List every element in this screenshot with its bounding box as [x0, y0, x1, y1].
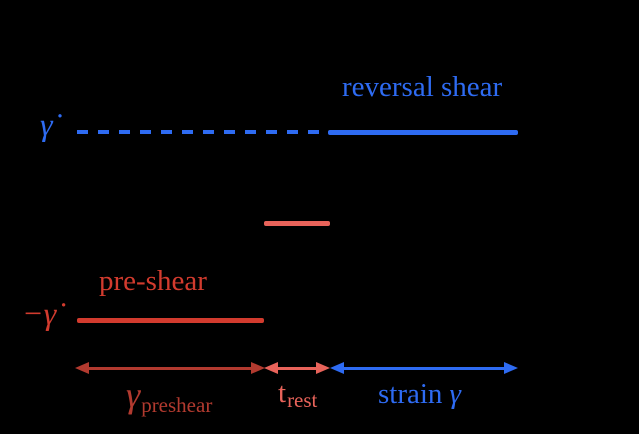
preshear-extent-arrow	[75, 361, 265, 375]
neg-gamma-dot-axis-label: −γ̇	[22, 295, 57, 331]
arrow-left-icon	[75, 362, 89, 374]
gamma-dot-axis-label: γ̇	[40, 106, 53, 142]
pre-shear-line	[77, 318, 264, 323]
reversal-shear-line	[328, 130, 518, 135]
lead-in-dashed-line	[77, 130, 328, 134]
arrow-bar	[278, 366, 316, 370]
arrow-left-icon	[330, 362, 344, 374]
arrow-right-icon	[504, 362, 518, 374]
arrow-right-icon	[316, 362, 330, 374]
gamma-symbol: γ	[126, 375, 141, 415]
rest-extent-arrow	[264, 361, 330, 375]
arrow-left-icon	[264, 362, 278, 374]
pre-shear-label: pre-shear	[99, 265, 207, 297]
strain-gamma-symbol: γ	[449, 378, 461, 410]
arrow-bar	[344, 366, 504, 370]
arrow-right-icon	[251, 362, 265, 374]
arrow-bar	[89, 366, 251, 370]
preshear-subscript: preshear	[141, 393, 213, 417]
reversal-shear-label: reversal shear	[342, 71, 503, 103]
strain-extent-arrow	[330, 361, 518, 375]
preshear-strain-label: γpreshear	[126, 375, 213, 417]
t-symbol: t	[278, 377, 287, 409]
rest-subscript: rest	[287, 388, 318, 412]
rest-time-label: trest	[278, 377, 317, 411]
rest-line	[264, 221, 330, 226]
strain-word: strain	[378, 378, 443, 410]
